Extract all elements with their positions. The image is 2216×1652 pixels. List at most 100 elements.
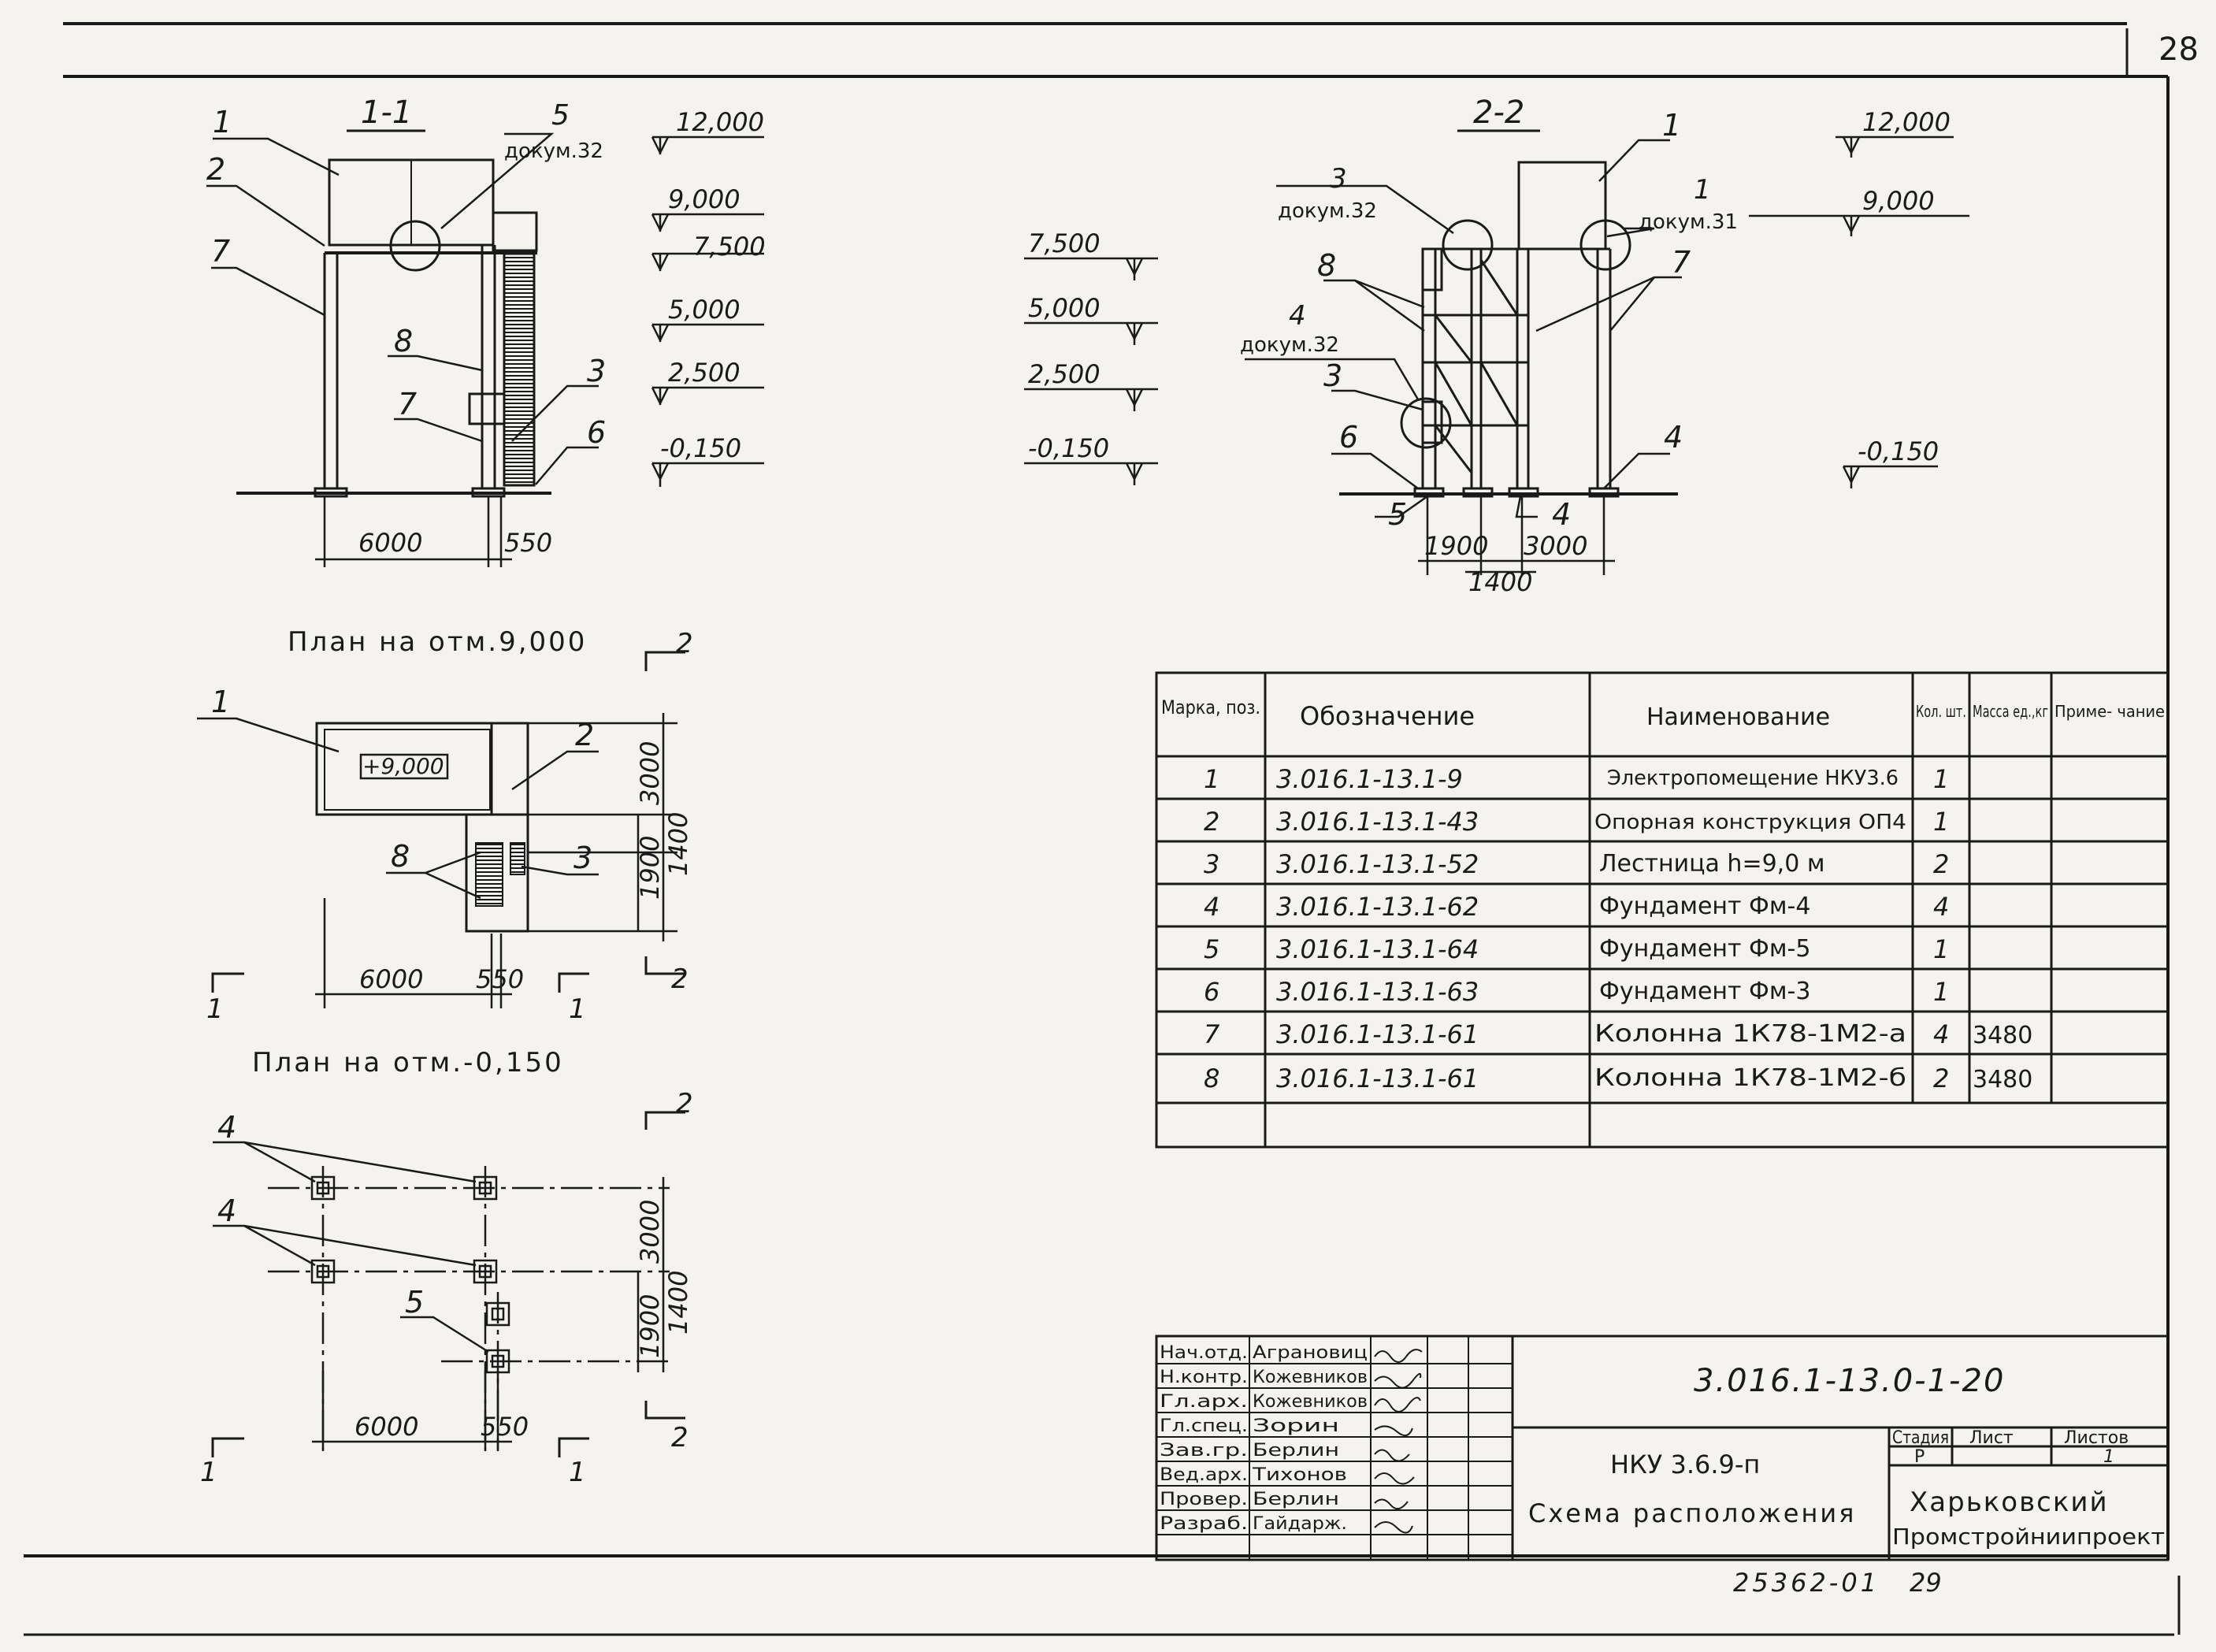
stage-header-sheets: Листов: [2064, 1428, 2129, 1448]
plan-0150: План на отм.-0,150 4 4 5: [200, 1047, 693, 1488]
staff-role: Гл.арх.: [1160, 1392, 1248, 1412]
object-name: НКУ 3.6.9-п: [1610, 1450, 1760, 1479]
s22-level-7500: 7,500: [1028, 228, 1101, 258]
spec-cell-designation: 3.016.1-13.1-63: [1276, 977, 1479, 1007]
plan-9000-leader-8: 8: [391, 839, 410, 874]
title-block: Нач.отд. Аграновиц Н.контр. Кожевников Г…: [1155, 1335, 2170, 1561]
staff-role: Зав.гр.: [1160, 1441, 1248, 1461]
spec-cell-qty: 1: [1933, 807, 1949, 837]
spec-header-mass: Масса ед.,кг: [1973, 702, 2048, 721]
spec-row-4: 4 3.016.1-13.1-62 Фундамент Фм-4 4: [1204, 892, 1949, 922]
section-2-2: 2-2: [1024, 95, 1969, 597]
spec-cell-designation: 3.016.1-13.1-61: [1276, 1019, 1479, 1049]
staff-role: Разраб.: [1160, 1514, 1248, 1534]
plan-0150-dim-1900: 1900: [635, 1294, 665, 1358]
s22-level-0150-right: -0,150: [1858, 436, 1939, 466]
s22-leader-5: 5: [1388, 497, 1407, 532]
plan-0150-mark-1-right: 1: [569, 1457, 586, 1488]
spec-cell-name: Колонна 1К78-1М2-а: [1594, 1020, 1906, 1048]
s11-callout-num: 5: [551, 99, 570, 132]
plan-9000-leader-3: 3: [573, 841, 592, 875]
staff-role: Н.контр.: [1160, 1368, 1248, 1387]
spec-cell-name: Фундамент Фм-3: [1599, 978, 1810, 1005]
s22-level-9000: 9,000: [1862, 186, 1935, 216]
plan-0150-mark-2-top: 2: [676, 1088, 693, 1119]
s11-level-12000: 12,000: [676, 107, 764, 137]
staff-name: Гайдарж.: [1253, 1514, 1347, 1534]
spec-cell-mass: 3480: [1973, 1066, 2032, 1093]
stage-header-stage: Стадия: [1892, 1428, 1949, 1448]
staff-name: Кожевников: [1253, 1392, 1368, 1412]
s11-level-7500: 7,500: [693, 232, 766, 262]
s11-level-5000: 5,000: [668, 295, 741, 325]
staff-role: Провер.: [1160, 1490, 1248, 1509]
staff-rows: Нач.отд. Аграновиц Н.контр. Кожевников Г…: [1160, 1343, 1368, 1534]
s22-leader-1: 1: [1662, 108, 1681, 143]
s11-level-0150: -0,150: [660, 433, 741, 463]
plan-0150-mark-1-left: 1: [200, 1457, 217, 1488]
s22-level-12000: 12,000: [1862, 107, 1951, 137]
spec-cell-pos: 2: [1204, 807, 1219, 837]
spec-cell-pos: 3: [1204, 849, 1219, 879]
stage-header-sheet: Лист: [1969, 1428, 2014, 1448]
plan-0150-dim-550: 550: [481, 1412, 529, 1442]
spec-cell-qty: 4: [1933, 1019, 1949, 1049]
s22-leader-8: 8: [1317, 248, 1336, 283]
staff-name: Тихонов: [1252, 1465, 1347, 1485]
spec-cell-designation: 3.016.1-13.1-64: [1276, 934, 1479, 964]
plan-9000-mark-1-left: 1: [206, 993, 224, 1025]
spec-cell-pos: 7: [1204, 1019, 1220, 1049]
spec-cell-designation: 3.016.1-13.1-61: [1276, 1064, 1479, 1093]
s11-leader-7a: 7: [211, 234, 230, 269]
plan-9000-mark-2-bottom: 2: [671, 963, 689, 995]
s11-level-2500: 2,500: [668, 358, 741, 388]
spec-table: Марка, поз. Обозначение Наименование Кол…: [1155, 671, 2170, 1149]
spec-row-6: 6 3.016.1-13.1-63 Фундамент Фм-3 1: [1204, 977, 1949, 1007]
spec-cell-designation: 3.016.1-13.1-52: [1276, 849, 1479, 879]
plan-9000: План на отм.9,000 +9,000 1 2 8 3: [197, 626, 693, 1025]
staff-name: Берлин: [1253, 1441, 1339, 1461]
plan-0150-mark-2-bottom: 2: [671, 1422, 689, 1453]
s22-leader-4b: 4: [1664, 420, 1683, 455]
spec-cell-pos: 4: [1204, 892, 1219, 922]
plan-9000-dim-3000: 3000: [635, 741, 665, 805]
plan-9000-leader-1: 1: [211, 685, 230, 719]
staff-role: Нач.отд.: [1160, 1343, 1248, 1363]
s11-leader-7b: 7: [398, 387, 417, 421]
staff-name: Кожевников: [1253, 1368, 1368, 1387]
plan-0150-leader-4a: 4: [217, 1110, 236, 1145]
staff-role: Вед.арх.: [1160, 1465, 1248, 1485]
plan-9000-mark-1-right: 1: [569, 993, 586, 1025]
plan-9000-dim-1900: 1900: [635, 836, 665, 900]
spec-cell-qty: 1: [1933, 764, 1949, 794]
s11-leader-3: 3: [587, 354, 606, 388]
spec-cell-pos: 8: [1204, 1064, 1219, 1093]
spec-row-7: 7 3.016.1-13.1-61 Колонна 1К78-1М2-а 4 3…: [1204, 1019, 2032, 1049]
s22-callout-1-doc: докум.31: [1639, 210, 1738, 234]
s22-leader-3: 3: [1323, 358, 1342, 393]
plan-0150-title: План на отм.-0,150: [252, 1047, 564, 1078]
spec-cell-qty: 2: [1933, 849, 1949, 879]
spec-cell-qty: 2: [1933, 1064, 1949, 1093]
spec-cell-qty: 1: [1933, 934, 1949, 964]
staff-name: Аграновиц: [1253, 1343, 1368, 1363]
plan-9000-title: План на отм.9,000: [288, 626, 587, 658]
spec-cell-pos: 6: [1204, 977, 1219, 1007]
spec-cell-name: Фундамент Фм-5: [1599, 935, 1810, 963]
s11-dim-550: 550: [504, 528, 552, 558]
s22-dim-3000: 3000: [1524, 531, 1587, 561]
spec-row-8: 8 3.016.1-13.1-61 Колонна 1К78-1М2-б 2 3…: [1204, 1064, 2032, 1093]
s22-callout-4-doc: докум.32: [1240, 333, 1339, 357]
inventory-number: 25362-01: [1733, 1568, 1880, 1598]
drawing-name: Схема расположения: [1528, 1498, 1856, 1528]
s22-level-5000: 5,000: [1028, 293, 1101, 323]
s22-callout-1-num: 1: [1694, 174, 1711, 206]
stage-value: Р: [1914, 1447, 1925, 1467]
plan-0150-dim-3000: 3000: [635, 1200, 665, 1264]
spec-cell-name: Колонна 1К78-1М2-б: [1594, 1064, 1906, 1092]
plan-0150-leader-5: 5: [405, 1285, 424, 1320]
s22-dim-1400: 1400: [1468, 567, 1532, 597]
section-1-1-title: 1-1: [361, 95, 412, 131]
s22-level-0150-left: -0,150: [1028, 433, 1109, 463]
s22-dim-1900: 1900: [1424, 531, 1488, 561]
